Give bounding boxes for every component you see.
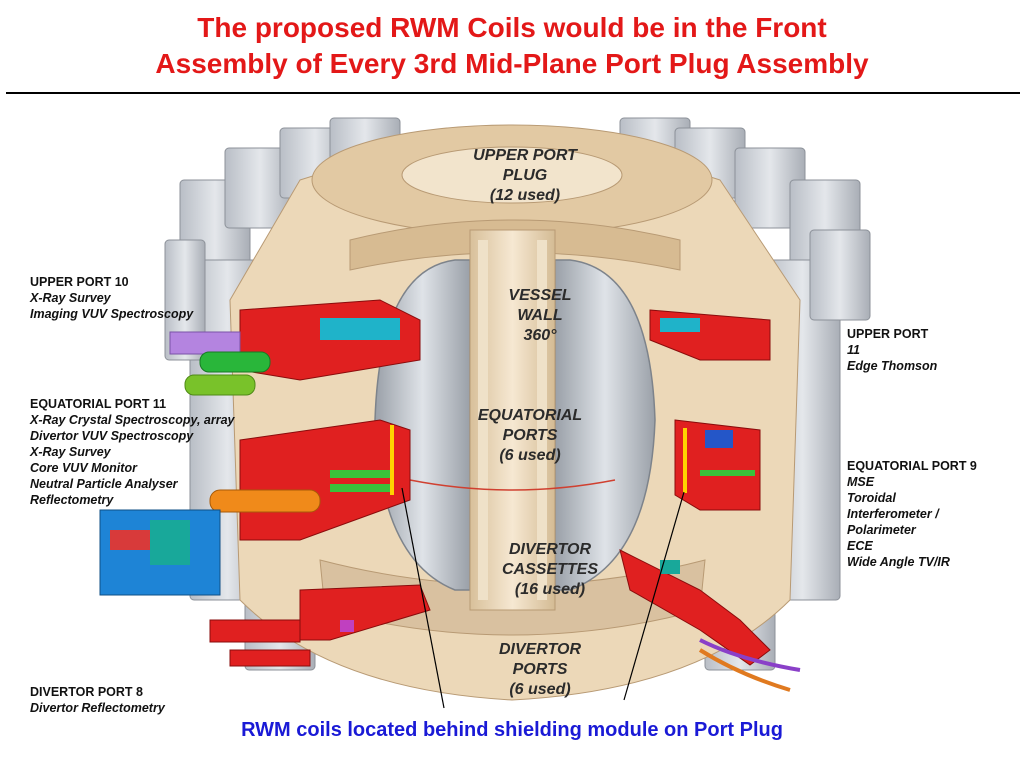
left-upper-port-plug [169,299,421,396]
label-divertor-port-8: DIVERTOR PORT 8 Divertor Reflectometry [30,685,165,715]
caption-rwm-coils: RWM coils located behind shielding modul… [241,719,783,741]
label-divertor-cassettes: DIVERTOR CASSETTES (16 used) [501,541,598,598]
title-line-1: The proposed RWM Coils would be in the F… [197,12,827,43]
label-divertor-ports: DIVERTOR PORTS (6 used) [498,641,582,698]
rwm-coil-pointers [401,487,685,709]
left-equatorial-port-plug [99,419,411,596]
label-upper-port-10: UPPER PORT 10 X-Ray Survey Imaging VUV S… [30,275,194,321]
label-upper-port-plug: UPPER PORT PLUG (12 used) [473,147,577,204]
central-column [409,229,616,611]
right-equatorial-port-plug [674,419,761,511]
slide-title: The proposed RWM Coils would be in the F… [0,10,1024,82]
title-line-2: Assembly of Every 3rd Mid-Plane Port Plu… [155,48,869,79]
label-vessel-wall: VESSEL WALL 360° [508,287,572,344]
right-divertor-instruments [619,549,801,692]
title-divider [6,92,1020,94]
label-equatorial-port-9: EQUATORIAL PORT 9 MSE Toroidal Interfero… [847,459,977,569]
label-equatorial-port-11: EQUATORIAL PORT 11 X-Ray Crystal Spectro… [30,397,235,507]
right-upper-port-plug [649,309,771,361]
label-equatorial-ports: EQUATORIAL PORTS (6 used) [477,407,583,464]
label-upper-port-11: UPPER PORT 11 Edge Thomson [847,327,938,373]
left-divertor-port-plug [209,584,431,667]
